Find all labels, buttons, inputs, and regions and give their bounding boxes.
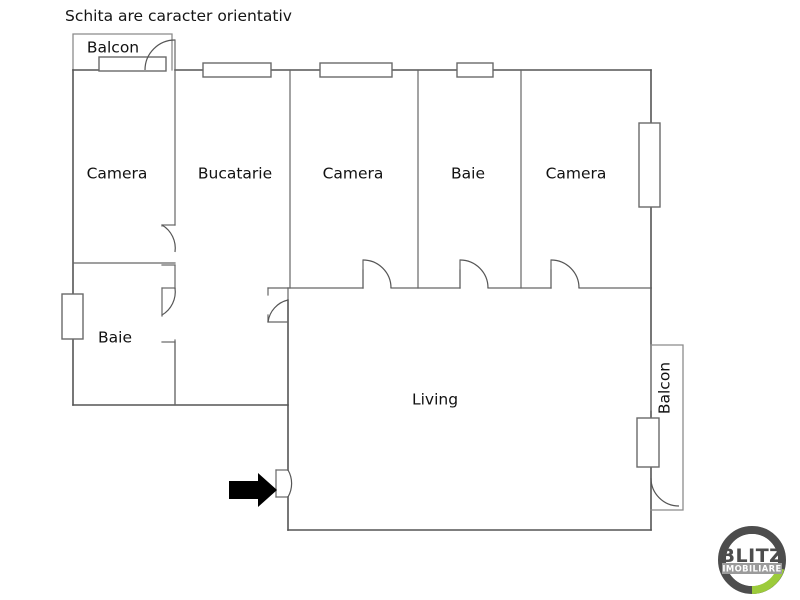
room-label-living: Living bbox=[412, 391, 458, 409]
door-camera-right bbox=[550, 259, 580, 289]
door-balcon-right bbox=[650, 477, 680, 507]
room-label-camera-right: Camera bbox=[546, 165, 607, 183]
window-balcon-top bbox=[98, 56, 167, 72]
room-label-camera-left: Camera bbox=[87, 165, 148, 183]
logo-subtitle-text: IMOBILIARE bbox=[722, 564, 781, 574]
plan-disclaimer-text: Schita are caracter orientativ bbox=[65, 7, 292, 25]
window-left-wall bbox=[61, 293, 84, 340]
balcony-top-outline bbox=[72, 33, 173, 71]
room-labels: Balcon Camera Bucatarie Camera Baie Came… bbox=[87, 39, 674, 415]
window-right-wall bbox=[638, 122, 661, 208]
entrance-arrow bbox=[229, 473, 277, 507]
door-bucatarie bbox=[267, 299, 289, 323]
room-label-baie-left: Baie bbox=[98, 329, 132, 347]
outer-walls bbox=[72, 69, 652, 531]
door-camera-mid bbox=[362, 259, 392, 289]
door-balcon-top bbox=[144, 39, 176, 71]
logo-graphic: BLITZ IMOBILIARE bbox=[718, 526, 786, 594]
door-baie-top bbox=[459, 259, 489, 289]
logo-brand-text: BLITZ bbox=[721, 545, 784, 567]
room-label-balcon-right: Balcon bbox=[656, 362, 674, 414]
windows-group bbox=[61, 56, 661, 468]
door-camera-left bbox=[161, 224, 176, 253]
interior-walls bbox=[72, 69, 652, 406]
doors-group bbox=[144, 39, 680, 507]
window-top-2 bbox=[319, 62, 393, 78]
window-top-3 bbox=[456, 62, 494, 78]
window-top-1 bbox=[202, 62, 272, 78]
room-label-baie-top: Baie bbox=[451, 165, 485, 183]
window-balcon-right bbox=[636, 417, 660, 468]
blitz-imobiliare-logo: BLITZ IMOBILIARE bbox=[714, 524, 790, 596]
room-label-balcon-top: Balcon bbox=[87, 39, 139, 57]
door-baie-left bbox=[161, 287, 176, 316]
door-entrance bbox=[287, 469, 293, 498]
room-label-bucatarie: Bucatarie bbox=[198, 165, 272, 183]
logo-subtitle-band bbox=[722, 563, 782, 574]
room-label-camera-mid: Camera bbox=[323, 165, 384, 183]
